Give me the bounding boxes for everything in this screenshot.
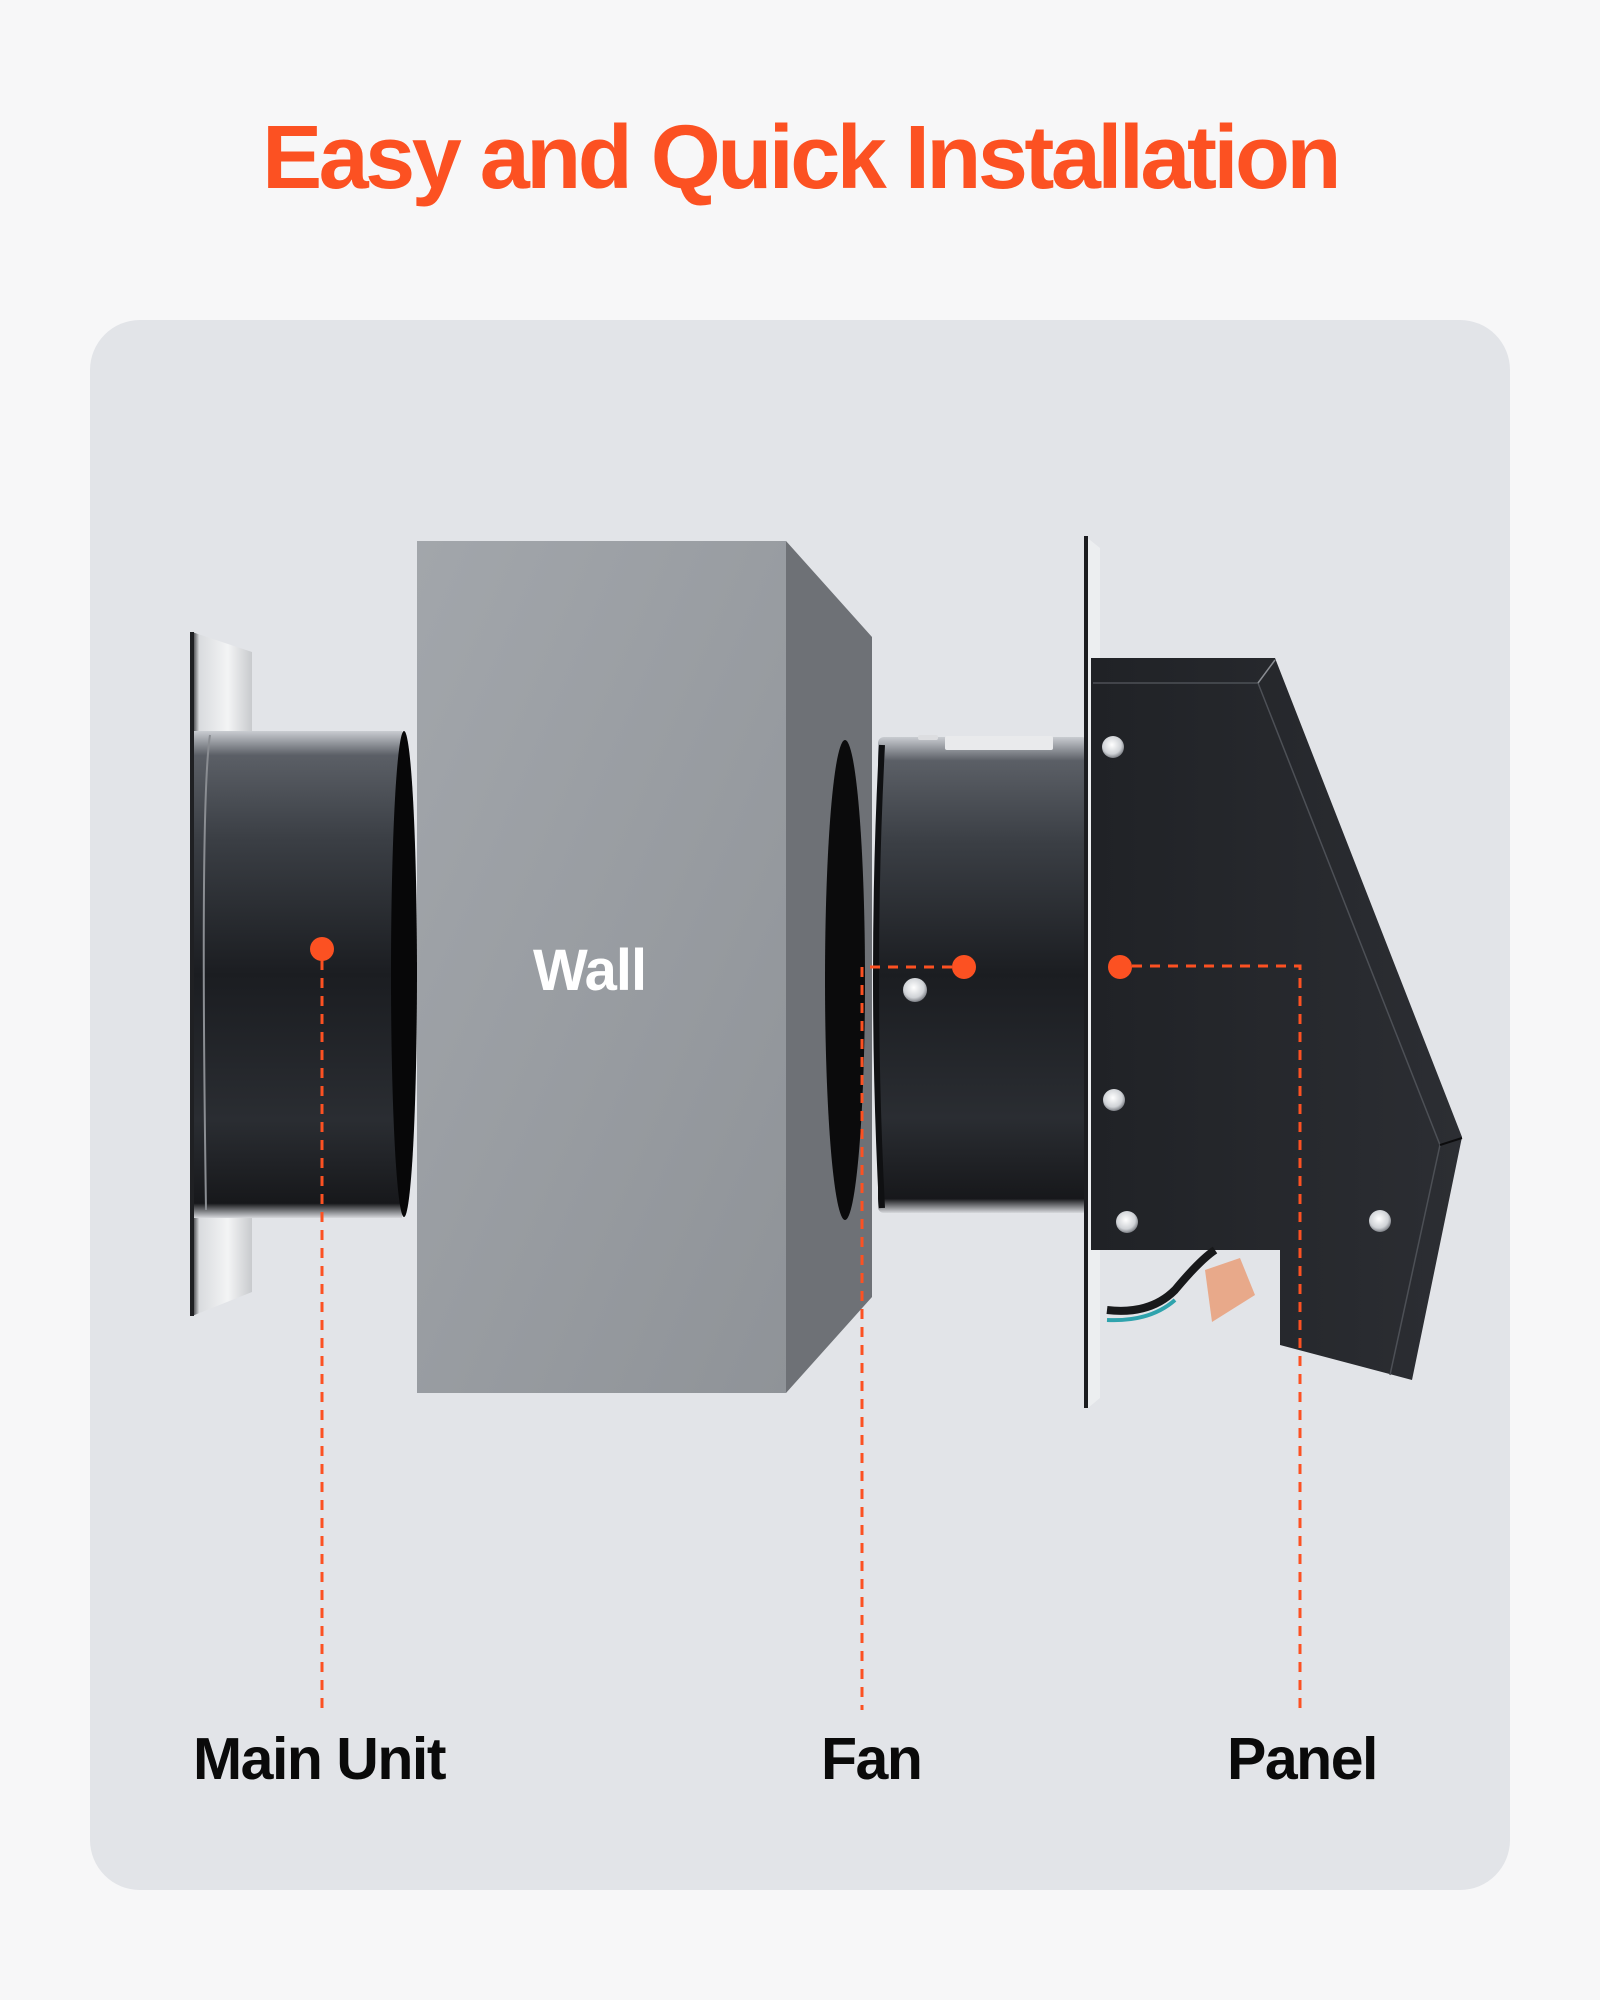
panel-screw [1116,1211,1138,1233]
main-unit-illustration [190,632,417,1316]
panel-illustration [1084,536,1463,1408]
callout-dots [310,937,1132,979]
power-cable [1106,1246,1218,1315]
fan-label-sticker [945,736,1053,750]
fan-callout-line [860,965,952,1710]
main-unit-duct [194,731,402,1218]
panel-screw [1103,1089,1125,1111]
fan-illustration [873,735,1088,1213]
cable-tag [1205,1258,1255,1322]
fan-screw [903,978,927,1002]
ground-wire [1106,1298,1177,1323]
panel-screw [1369,1210,1391,1232]
page-title: Easy and Quick Installation [262,108,1341,208]
fan-dot [952,955,976,979]
wall-duct-hole [825,740,865,1220]
panel-screw [1102,736,1124,758]
wall-label: Wall [533,938,647,1003]
main-unit-dot [310,937,334,961]
callout-lines [320,960,1302,1710]
wall-illustration [417,541,872,1393]
fan-label: Fan [821,1726,923,1792]
panel-dot [1108,955,1132,979]
main-unit-label: Main Unit [193,1726,446,1792]
wall-front-face [417,541,786,1393]
fan-housing [878,737,1088,1213]
panel-label: Panel [1227,1726,1378,1792]
panel-callout-line [1132,964,1302,1710]
panel-hood [1091,658,1462,1380]
